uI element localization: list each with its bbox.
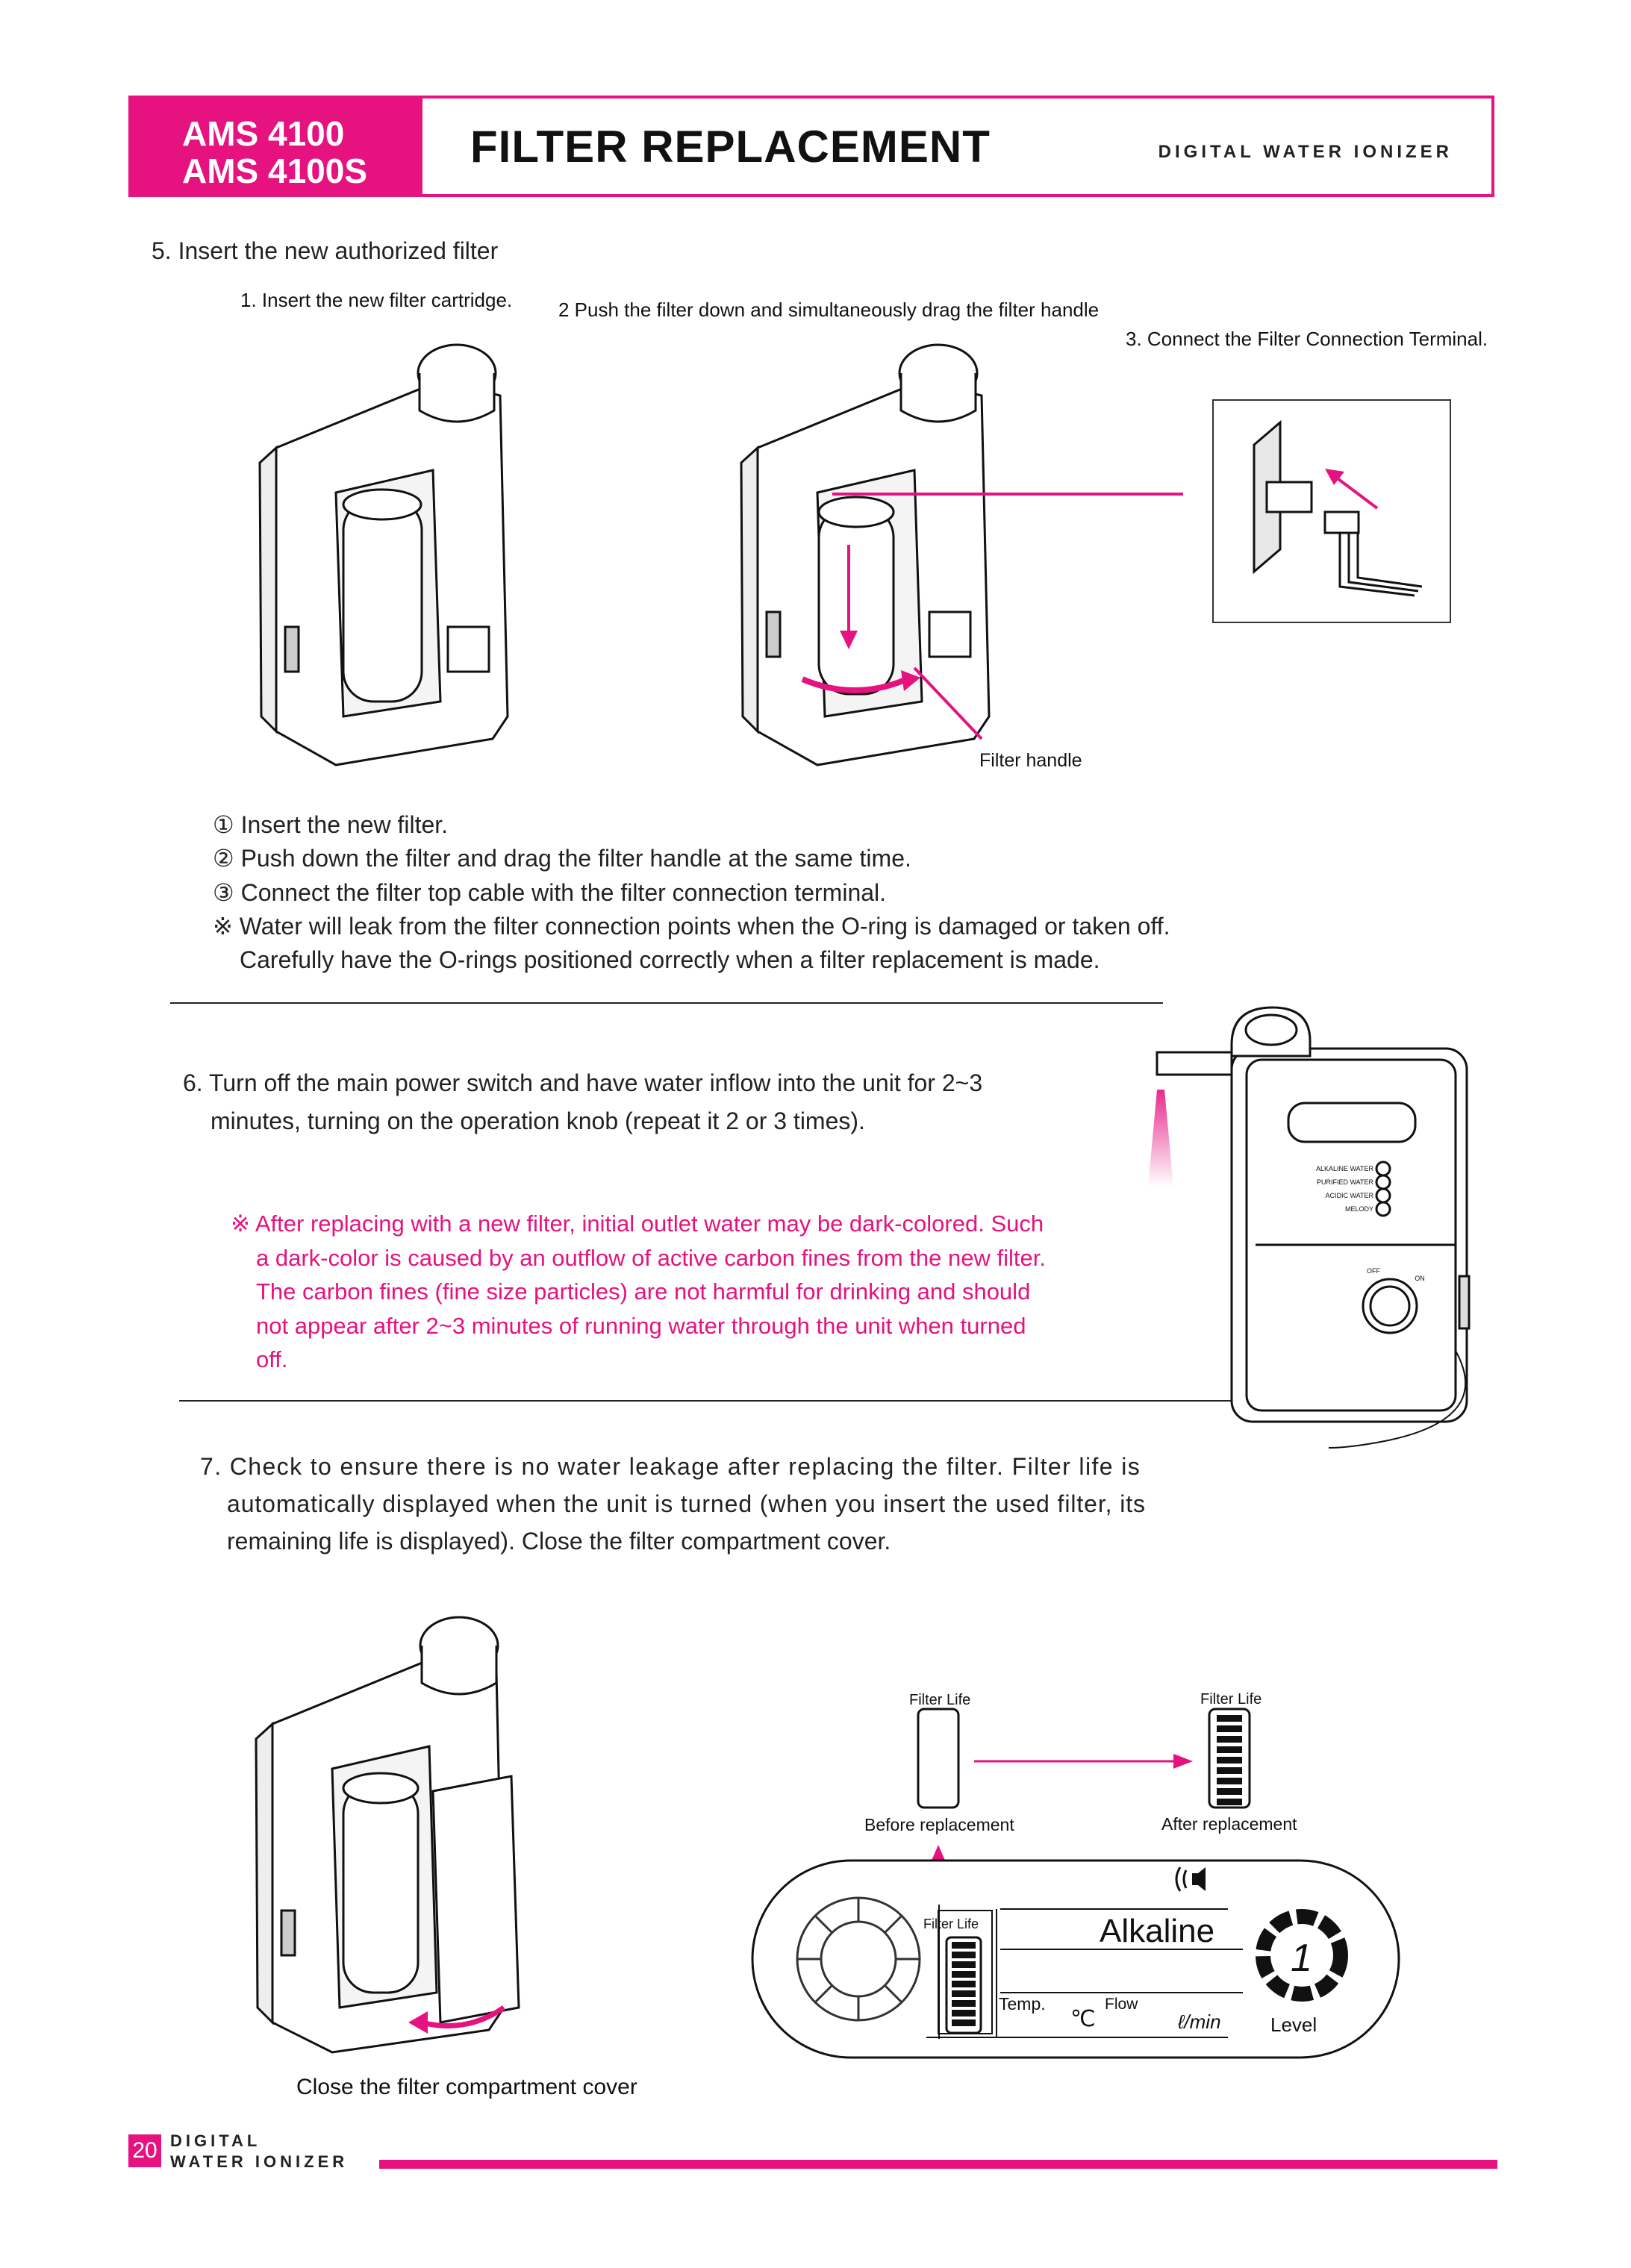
ionizer-filter-illustration-2: [740, 343, 1183, 766]
step6-warning-2: a dark-color is caused by an outflow of …: [256, 1245, 1046, 1271]
step5-note-5: Carefully have the O-rings positioned co…: [240, 946, 1100, 973]
mode-label-alkaline: ALKALINE WATER: [1316, 1165, 1374, 1172]
model-line-2: AMS 4100S: [182, 151, 368, 190]
mode-label-melody: MELODY: [1345, 1205, 1373, 1213]
before-replacement-label: Before replacement: [864, 1815, 1014, 1834]
filter-life-after-title: Filter Life: [1200, 1691, 1262, 1708]
divider-1: [170, 1002, 1163, 1004]
page-title: FILTER REPLACEMENT: [470, 122, 991, 172]
knob-off-label: OFF: [1367, 1267, 1380, 1275]
model-line-1: AMS 4100: [182, 114, 345, 153]
step7-line-3: remaining life is displayed). Close the …: [227, 1528, 891, 1555]
page-header: AMS 4100 AMS 4100S FILTER REPLACEMENT DI…: [128, 96, 1494, 197]
lcd-temp-label: Temp.: [999, 1994, 1046, 2014]
model-badge: AMS 4100 AMS 4100S: [131, 99, 422, 194]
step5-note-1: ① Insert the new filter.: [213, 811, 449, 838]
lcd-display-graphic: [751, 1859, 1400, 2059]
step6-warning-3: The carbon fines (fine size particles) a…: [256, 1278, 1031, 1305]
mode-label-acidic: ACIDIC WATER: [1326, 1192, 1374, 1199]
after-replacement-label: After replacement: [1161, 1814, 1297, 1834]
lcd-flow-label: Flow: [1105, 1996, 1138, 2013]
step5-note-2: ② Push down the filter and drag the filt…: [213, 845, 911, 872]
step5-heading: 5. Insert the new authorized filter: [152, 237, 499, 264]
ionizer-filter-illustration-1: [258, 343, 509, 766]
header-subtitle: DIGITAL WATER IONIZER: [1158, 142, 1453, 162]
footer-line-1: DIGITAL: [170, 2131, 261, 2150]
step7-line-2: automatically displayed when the unit is…: [227, 1490, 1146, 1517]
mode-label-purified: PURIFIED WATER: [1317, 1178, 1373, 1186]
lcd-flow-unit: ℓ/min: [1178, 2011, 1221, 2033]
knob-on-label: ON: [1415, 1275, 1425, 1282]
step6-warning-4: not appear after 2~3 minutes of running …: [256, 1313, 1026, 1339]
step6-line-1: 6. Turn off the main power switch and ha…: [183, 1069, 983, 1096]
lcd-filter-life-label: Filter Life: [923, 1916, 979, 1931]
step6-warning-5: off.: [256, 1346, 288, 1372]
step6-line-2: minutes, turning on the operation knob (…: [210, 1108, 865, 1134]
lcd-level-digit: 1: [1291, 1937, 1312, 1980]
step5-sub1: 1. Insert the new filter cartridge.: [240, 289, 513, 311]
cover-caption: Close the filter compartment cover: [296, 2075, 637, 2099]
divider-2: [179, 1400, 1243, 1402]
page-number: 20: [128, 2134, 161, 2167]
step5-sub2: 2 Push the filter down and simultaneousl…: [558, 299, 1100, 321]
lcd-mode-text: Alkaline: [1100, 1913, 1215, 1949]
footer-line-2: WATER IONIZER: [170, 2152, 349, 2171]
step5-note-3: ③ Connect the filter top cable with the …: [213, 879, 887, 906]
connection-terminal-illustration: [1212, 399, 1451, 623]
ionizer-front-illustration: ALKALINE WATER PURIFIED WATER ACIDIC WAT…: [1148, 1006, 1471, 1449]
step6-warning-1: ※ After replacing with a new filter, ini…: [231, 1210, 1044, 1237]
filter-life-before-title: Filter Life: [909, 1692, 971, 1708]
lcd-level-label: Level: [1270, 2014, 1317, 2036]
step5-sub3: 3. Connect the Filter Connection Termina…: [1126, 328, 1488, 350]
close-cover-illustration: [255, 1616, 520, 2054]
step7-line-1: 7. Check to ensure there is no water lea…: [200, 1453, 1141, 1480]
filter-life-comparison-graphic: [917, 1708, 1251, 1896]
step5-note-4: ※ Water will leak from the filter connec…: [213, 913, 1170, 940]
footer-accent-bar: [379, 2160, 1497, 2169]
lcd-temp-unit: ℃: [1070, 2007, 1096, 2031]
filter-handle-label: Filter handle: [979, 750, 1082, 771]
